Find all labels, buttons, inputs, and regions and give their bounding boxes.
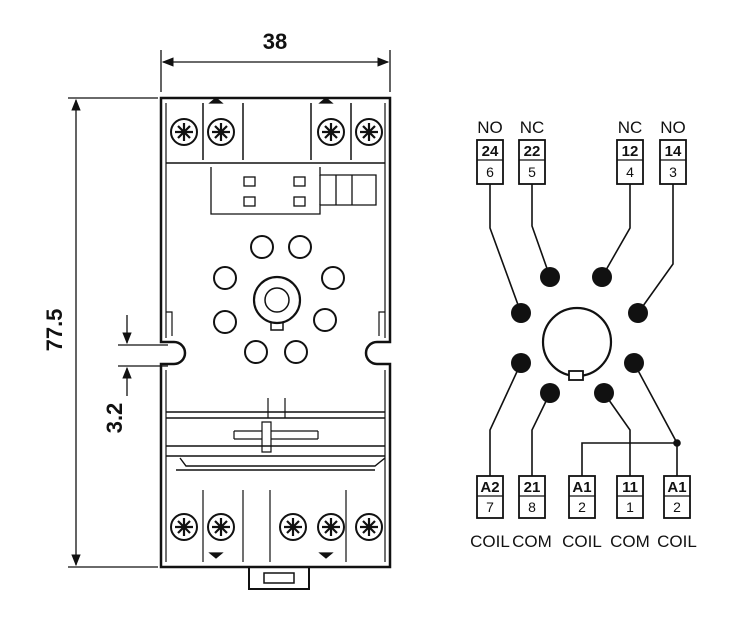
wire — [603, 392, 631, 476]
terminal-number: 11 — [622, 479, 638, 496]
terminal-number: 22 — [524, 143, 541, 160]
terminal-number: 14 — [665, 143, 682, 160]
pin-contact — [511, 303, 531, 323]
gap-dimension: 3.2 — [102, 403, 127, 434]
terminal-label: NO — [660, 118, 686, 137]
terminal-label: COM — [512, 532, 552, 551]
terminal-label: NC — [520, 118, 545, 137]
pin-number: 3 — [669, 164, 677, 180]
screw-icon — [317, 118, 345, 146]
screw-icon — [207, 513, 235, 541]
terminal-number: A2 — [480, 479, 499, 496]
socket-center — [541, 306, 613, 381]
screw-icon — [279, 513, 307, 541]
terminal-label: COIL — [562, 532, 602, 551]
wire — [489, 362, 522, 476]
top-terminals: NO 24 6 NC 22 5 NC 12 4 NO 14 3 — [476, 118, 687, 185]
wire — [633, 362, 678, 476]
width-dimension: 38 — [263, 29, 287, 54]
pin-number: 7 — [486, 499, 494, 515]
pin-number: 4 — [626, 164, 634, 180]
screw-icon — [170, 118, 198, 146]
terminal-top: NO 24 6 — [476, 118, 504, 185]
screw-icon — [355, 513, 383, 541]
screw-icon — [207, 118, 235, 146]
terminal-number: 21 — [524, 479, 541, 496]
screw-terminals-bottom — [170, 513, 383, 541]
pin-number: 1 — [626, 499, 634, 515]
pin-number: 2 — [578, 499, 586, 515]
pin-number: 5 — [528, 164, 536, 180]
pin-contact — [540, 267, 560, 287]
wire — [601, 184, 631, 278]
dimension-lines — [68, 50, 391, 568]
terminal-number: A1 — [667, 479, 686, 496]
pin-contact — [628, 303, 648, 323]
terminal-top: NO 14 3 — [659, 118, 687, 185]
terminal-label: COM — [610, 532, 650, 551]
terminal-label: NO — [477, 118, 503, 137]
pin-number: 2 — [673, 499, 681, 515]
terminal-label: COIL — [470, 532, 510, 551]
pin-contact — [624, 353, 644, 373]
pin-number: 8 — [528, 499, 536, 515]
screw-icon — [317, 513, 345, 541]
terminal-number: 24 — [482, 143, 499, 160]
terminal-top: NC 12 4 — [616, 118, 644, 185]
wire — [531, 392, 551, 476]
terminal-label: NC — [618, 118, 643, 137]
pin-contact — [592, 267, 612, 287]
wire — [531, 184, 551, 278]
wire — [489, 184, 522, 314]
screw-terminals-top — [170, 118, 383, 146]
terminal-top: NC 22 5 — [518, 118, 546, 185]
screw-icon — [170, 513, 198, 541]
junction-dot — [673, 439, 681, 447]
socket-body — [159, 96, 392, 590]
terminal-label: COIL — [657, 532, 697, 551]
pin-contact — [511, 353, 531, 373]
octal-pin-holes — [213, 235, 345, 364]
terminal-number: 12 — [622, 143, 639, 160]
pin-number: 6 — [486, 164, 494, 180]
pin-contacts — [511, 267, 648, 403]
pin-contact — [594, 383, 614, 403]
height-dimension: 77.5 — [42, 309, 67, 352]
wire — [581, 442, 677, 476]
wiring-lines — [489, 184, 681, 476]
screw-icon — [355, 118, 383, 146]
pin-contact — [540, 383, 560, 403]
wire — [637, 184, 674, 314]
terminal-number: A1 — [572, 479, 591, 496]
